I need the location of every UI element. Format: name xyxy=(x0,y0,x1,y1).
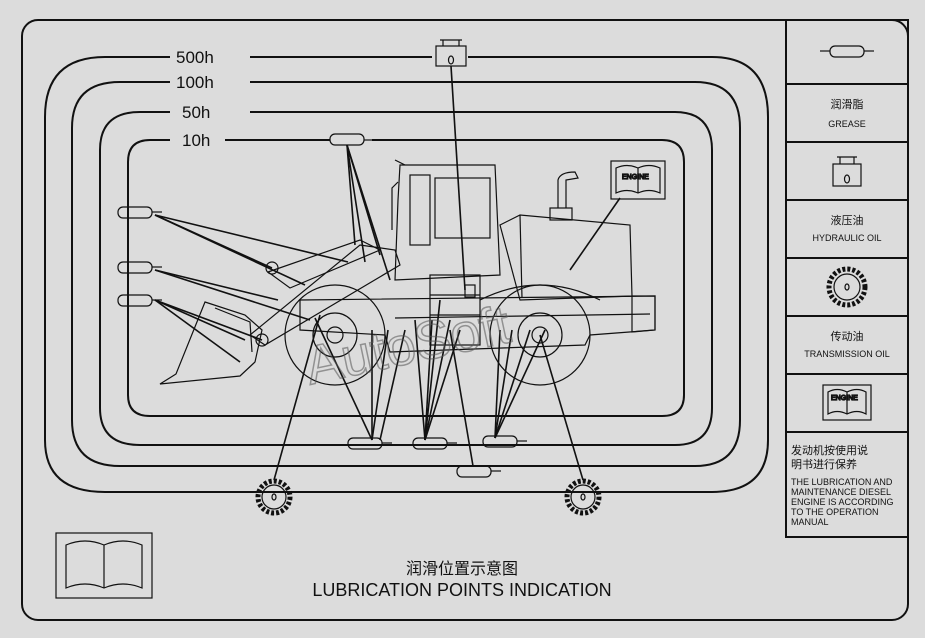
grease-gun-icon xyxy=(456,465,501,478)
legend-engine-note-en-4: TO THE OPERATION xyxy=(791,507,879,517)
manual-book-icon xyxy=(55,532,153,599)
grease-gun-icon xyxy=(117,261,162,274)
grease-gun-icon xyxy=(412,437,457,450)
watermark: AutoSoft xyxy=(300,295,515,397)
legend-engine-book-label: ENGINE xyxy=(831,395,858,402)
legend-engine-note-cn-1: 发动机按使用说 xyxy=(791,443,868,457)
legend-hydraulic-en: HYDRAULIC OIL xyxy=(812,233,881,243)
legend-engine-book-icon: ENGINE xyxy=(822,384,872,421)
legend-engine-note-en-2: MAINTENANCE DIESEL xyxy=(791,487,891,497)
grease-gun-icon xyxy=(482,435,527,448)
leader-lines xyxy=(154,65,621,481)
legend-engine-note-en-1: THE LUBRICATION AND xyxy=(791,477,893,487)
legend-transmission-gear-icon xyxy=(826,266,868,308)
interval-label-10h: 10h xyxy=(182,131,210,150)
legend-hydraulic-cn: 液压油 xyxy=(831,213,864,227)
legend-transmission-en: TRANSMISSION OIL xyxy=(804,349,890,359)
ring-10h xyxy=(127,139,685,417)
grease-gun-icon xyxy=(347,437,392,450)
interval-label-500h: 500h xyxy=(176,48,214,67)
engine-book-label: ENGINE xyxy=(622,174,649,181)
interval-label-50h: 50h xyxy=(182,103,210,122)
legend-transmission-cn: 传动油 xyxy=(831,329,864,343)
interval-label-100h: 100h xyxy=(176,73,214,92)
legend-grease-cn: 润滑脂 xyxy=(831,97,864,111)
transmission-gear-icon xyxy=(255,478,293,516)
legend-engine-note-cn-2: 明书进行保养 xyxy=(791,457,857,471)
grease-gun-icon xyxy=(329,133,374,146)
legend-hydraulic-tank-icon xyxy=(832,156,862,187)
legend-panel xyxy=(785,19,909,538)
engine-book-icon: ENGINE xyxy=(610,160,666,200)
title-cn: 润滑位置示意图 xyxy=(406,559,518,578)
transmission-gear-icon xyxy=(564,478,602,516)
ring-50h xyxy=(99,111,713,446)
ring-500h xyxy=(44,56,769,493)
hydraulic-tank-icon xyxy=(435,39,467,67)
title-en: LUBRICATION POINTS INDICATION xyxy=(312,580,611,600)
legend-engine-note-en-3: ENGINE IS ACCORDING xyxy=(791,497,894,507)
legend-engine-note-en-5: MANUAL xyxy=(791,517,829,527)
legend-grease-gun-icon xyxy=(820,45,874,58)
legend-grease-en: GREASE xyxy=(828,119,866,129)
grease-gun-icon xyxy=(117,206,162,219)
ring-100h xyxy=(71,81,741,467)
